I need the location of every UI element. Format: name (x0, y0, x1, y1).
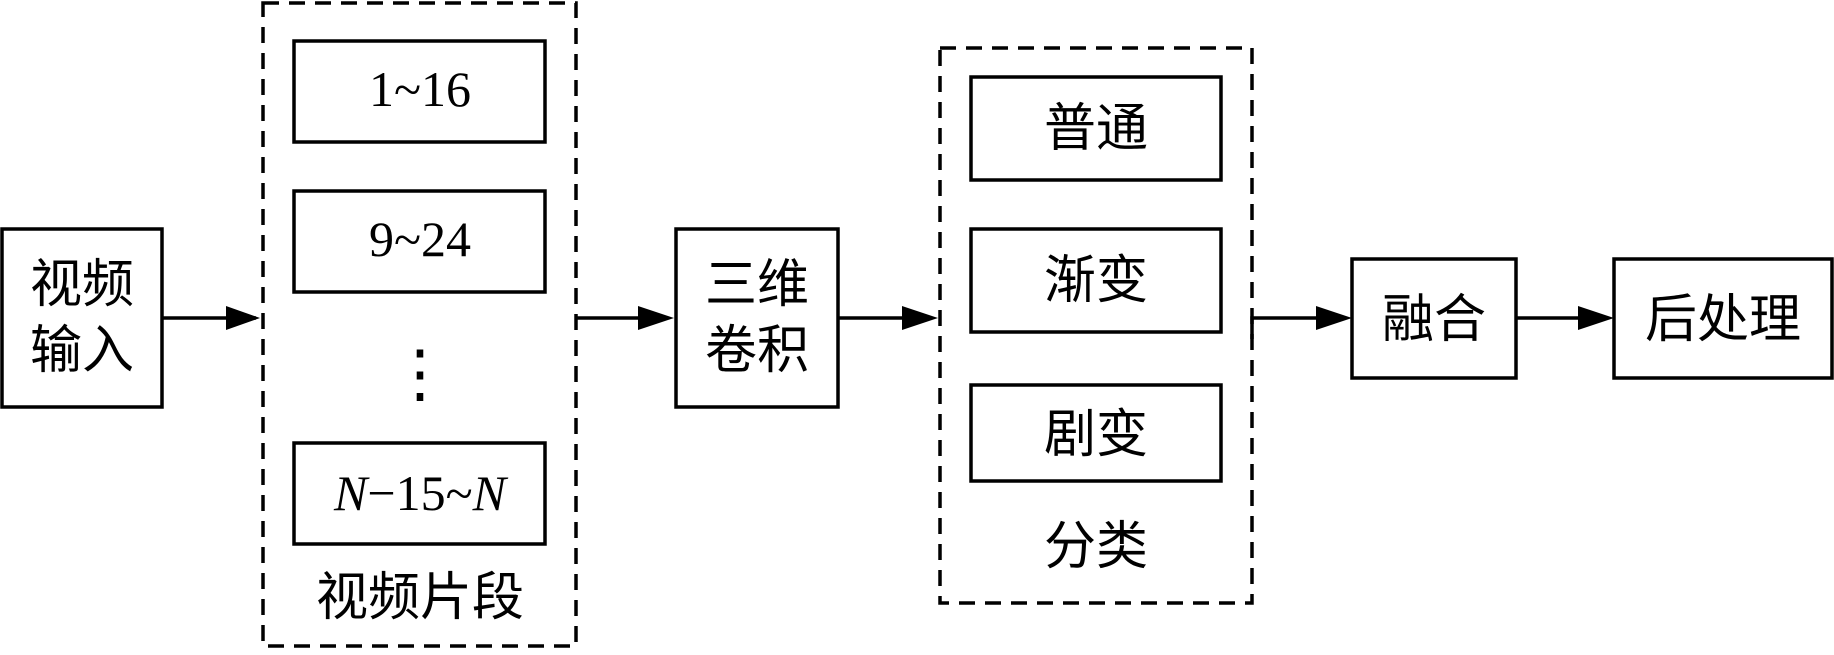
arrowhead (902, 306, 938, 330)
segments-ellipsis: ⋮ (388, 338, 452, 409)
classification-caption: 分类 (1044, 519, 1148, 576)
segment-label-last: N−15~N (333, 465, 509, 521)
post-processing-box: 后处理 (1612, 257, 1834, 380)
class-label-normal: 普通 (1044, 101, 1148, 158)
segment-box-2 (292, 189, 547, 294)
class-box-normal (969, 75, 1223, 182)
arrow-classification-to-fusion (1250, 316, 1346, 339)
segment-last-n2: N (472, 465, 509, 521)
segment-label-1: 1~16 (369, 61, 471, 117)
segment-last-n1: N (333, 465, 370, 521)
video-input-label-line2: 输入 (30, 323, 134, 380)
classification-dashed-frame (938, 46, 1254, 605)
video-input-box: 视频 输入 (0, 227, 164, 409)
arrowhead (226, 306, 260, 330)
segment-last-mid: −15~ (367, 465, 472, 521)
segments-caption: 视频片段 (316, 570, 524, 627)
conv3d-label-line2: 卷积 (705, 323, 809, 380)
video-segments-group: 1~16 9~24 ⋮ N−15~N 视频片段 (261, 1, 578, 648)
post-processing-label: 后处理 (1645, 292, 1801, 349)
conv3d-box: 三维 卷积 (674, 227, 840, 409)
arrowhead (1316, 306, 1352, 330)
class-box-abrupt (969, 383, 1223, 483)
fusion-box: 融合 (1350, 257, 1518, 380)
fusion-label: 融合 (1382, 292, 1486, 349)
arrowhead (638, 306, 674, 330)
conv3d-label-line1: 三维 (705, 257, 809, 314)
class-label-gradual: 渐变 (1044, 253, 1148, 310)
segment-box-last (292, 441, 547, 546)
arrowhead (1578, 306, 1614, 330)
classification-group: 普通 渐变 剧变 分类 (938, 46, 1254, 605)
video-input-label-line1: 视频 (30, 257, 134, 314)
segments-dashed-frame (261, 1, 578, 648)
segment-box-1 (292, 39, 547, 144)
class-box-gradual (969, 227, 1223, 334)
class-label-abrupt: 剧变 (1044, 407, 1148, 464)
segment-label-2: 9~24 (369, 211, 471, 267)
